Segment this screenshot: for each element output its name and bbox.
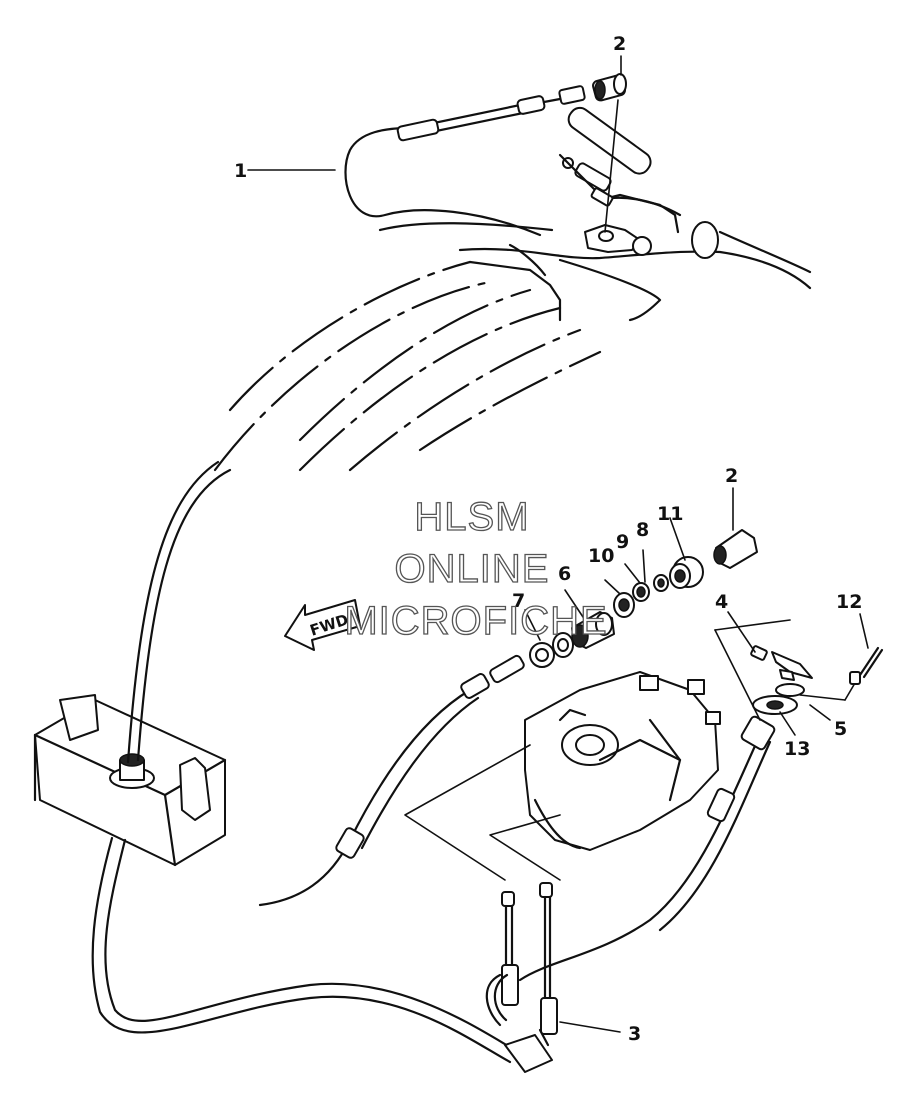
callout-6: 6 bbox=[558, 563, 571, 585]
exploded-parts-row bbox=[529, 529, 758, 668]
mount-block bbox=[33, 694, 227, 867]
hull-outline bbox=[213, 196, 812, 472]
steering-column bbox=[567, 106, 719, 259]
callout-11: 11 bbox=[657, 503, 683, 525]
carburetor-assembly bbox=[524, 671, 721, 851]
callout-8: 8 bbox=[636, 519, 649, 541]
callout-3: 3 bbox=[628, 1023, 641, 1045]
callout-numbers: 1 2 2 3 4 5 6 7 8 9 10 11 12 13 bbox=[234, 33, 862, 1045]
leader-lines bbox=[247, 55, 869, 1033]
callout-1: 1 bbox=[234, 160, 247, 182]
hose-fittings-3 bbox=[485, 882, 558, 1047]
callout-9: 9 bbox=[616, 531, 629, 553]
watermark: HLSM ONLINE MICROFICHE bbox=[344, 494, 608, 643]
cable-right bbox=[518, 619, 791, 982]
callout-10: 10 bbox=[588, 545, 614, 567]
cable-1-upper bbox=[344, 85, 586, 237]
callout-4: 4 bbox=[715, 591, 728, 613]
callout-2-lower: 2 bbox=[725, 465, 738, 487]
fitting-2-upper bbox=[592, 73, 627, 102]
callout-7: 7 bbox=[512, 590, 525, 612]
callout-5: 5 bbox=[834, 718, 847, 740]
callout-12: 12 bbox=[836, 591, 862, 613]
cable-middle bbox=[258, 654, 525, 907]
hose-leaders bbox=[404, 744, 561, 881]
bolt-group-upper bbox=[558, 153, 614, 207]
watermark-line-3: MICROFICHE bbox=[344, 599, 607, 643]
cable-1-lower bbox=[91, 460, 553, 1073]
watermark-line-2: ONLINE bbox=[395, 547, 550, 591]
callout-13: 13 bbox=[784, 738, 810, 760]
bracket-parts bbox=[750, 645, 884, 715]
callout-2-upper: 2 bbox=[613, 33, 626, 55]
watermark-line-1: HLSM bbox=[414, 495, 529, 539]
